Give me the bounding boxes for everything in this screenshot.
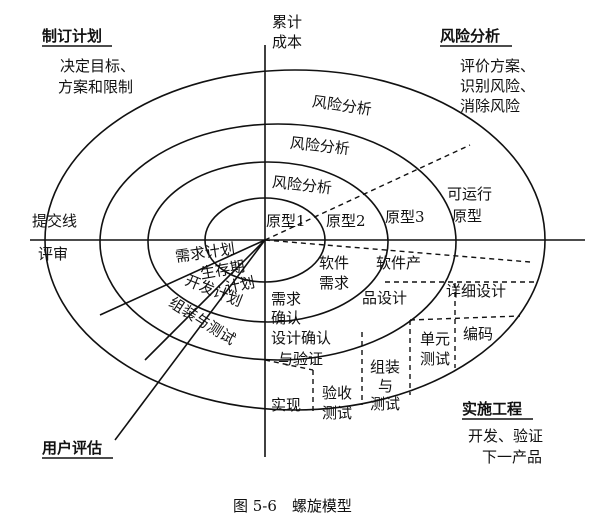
risk-line-a: 评价方案、 (460, 57, 535, 75)
step-req: 需求 (319, 274, 349, 292)
risk-line-c: 消除风险 (460, 97, 520, 115)
eval-title: 用户评估 (42, 439, 102, 457)
step-with: 与 (378, 377, 393, 395)
step-detail-design: 详细设计 (446, 282, 506, 300)
risk-label-inner: 风险分析 (271, 173, 333, 197)
lifecycle-plan-label: 计划 (223, 273, 256, 297)
step-product-design: 品设计 (362, 289, 407, 307)
runnable-prototype-2: 原型 (452, 207, 482, 225)
spiral-ring-3 (99, 123, 457, 361)
plan-title: 制订计划 (42, 27, 102, 45)
step-product: 软件产 (376, 254, 421, 272)
spiral-ring-2 (147, 161, 389, 323)
y-axis-label-2: 成本 (272, 33, 302, 51)
dashed-accept-top (264, 359, 314, 371)
runnable-prototype-1: 可运行 (447, 185, 492, 203)
impl-title: 实施工程 (462, 400, 522, 418)
risk-label-middle: 风险分析 (289, 134, 351, 158)
risk-label-outer: 风险分析 (311, 92, 373, 118)
review-label: 评审 (38, 245, 68, 263)
impl-line-a: 开发、验证 (468, 427, 543, 445)
impl-line-b: 下一产品 (482, 448, 542, 466)
step-assemble-test: 测试 (370, 395, 400, 413)
dashed-unit-top (409, 315, 521, 321)
spiral-ring-4 (44, 69, 546, 411)
prototype-3: 原型3 (385, 208, 425, 226)
dashed-risk-line (264, 144, 471, 241)
step-confirm: 确认 (271, 309, 301, 327)
step-coding: 编码 (463, 325, 493, 343)
prototype-2: 原型2 (326, 212, 366, 230)
risk-title: 风险分析 (440, 27, 500, 45)
step-unit-test: 测试 (420, 350, 450, 368)
spiral-ring-1 (204, 197, 326, 283)
step-verify: 与验证 (278, 350, 323, 368)
step-req-2: 需求 (271, 290, 301, 308)
step-accept-test: 测试 (322, 404, 352, 422)
step-design-confirm: 设计确认 (271, 329, 331, 347)
step-accept: 验收 (322, 384, 352, 402)
y-axis-label-1: 累计 (272, 13, 302, 31)
step-assemble: 组装 (370, 358, 400, 376)
risk-line-b: 识别风险、 (460, 77, 535, 95)
figure-caption: 图 5-6 螺旋模型 (233, 497, 352, 515)
plan-line-a: 决定目标、 (60, 57, 135, 75)
plan-line-b: 方案和限制 (58, 78, 133, 96)
step-unit: 单元 (420, 330, 450, 348)
submit-line-label: 提交线 (32, 212, 77, 230)
prototype-1: 原型1 (266, 212, 306, 230)
step-realize: 实现 (271, 396, 301, 414)
step-software: 软件 (319, 254, 349, 272)
plan-line-2 (144, 239, 266, 361)
plan-line-1 (99, 239, 266, 316)
plan-line-3 (114, 239, 266, 441)
